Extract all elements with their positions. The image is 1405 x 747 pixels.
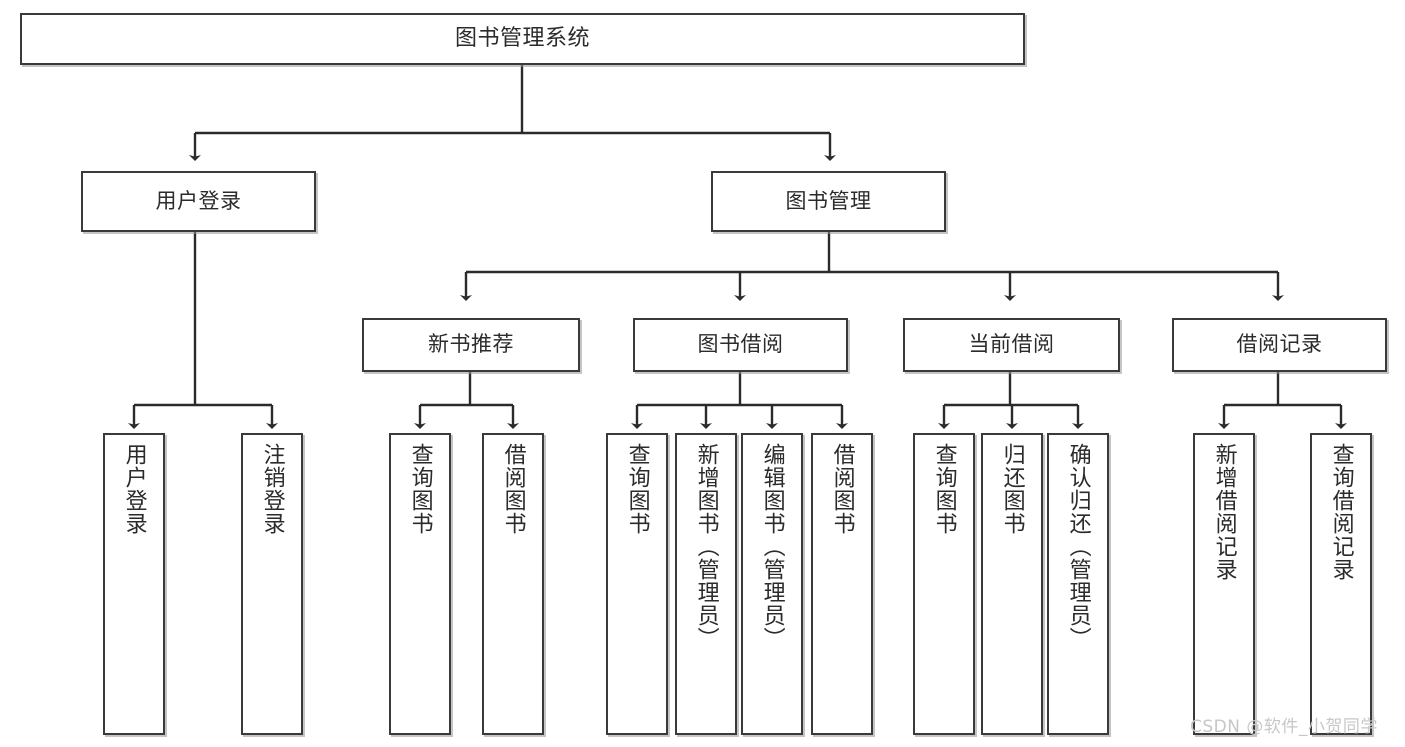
node-label: 新书推荐	[428, 332, 514, 357]
node-label: 新增图书（管理员）	[693, 443, 719, 650]
leaf-borrow-query-book[interactable]: 查询图书	[606, 433, 668, 735]
node-label: 图书借阅	[697, 332, 784, 357]
leaf-current-confirm-return[interactable]: 确认归还（管理员）	[1047, 433, 1109, 735]
leaf-records-query-record[interactable]: 查询借阅记录	[1310, 433, 1372, 735]
leaf-recommend-query-book[interactable]: 查询图书	[389, 433, 451, 735]
node-label: 借阅图书	[500, 443, 526, 535]
node-label: 确认归还（管理员）	[1065, 443, 1091, 650]
leaf-borrow-add-book[interactable]: 新增图书（管理员）	[675, 433, 737, 735]
node-label: 查询图书	[931, 443, 957, 535]
leaf-borrow-borrow-book[interactable]: 借阅图书	[811, 433, 873, 735]
node-label: 当前借阅	[968, 332, 1055, 357]
node-label: 查询图书	[624, 443, 650, 535]
leaf-current-return-book[interactable]: 归还图书	[981, 433, 1043, 735]
node-label: 借阅图书	[829, 443, 855, 535]
node-label: 归还图书	[999, 443, 1025, 535]
leaf-user-login-signout[interactable]: 注销登录	[241, 433, 303, 735]
node-label: 新增借阅记录	[1211, 443, 1237, 581]
node-book-management[interactable]: 图书管理	[711, 171, 946, 232]
node-label: 查询借阅记录	[1328, 443, 1354, 581]
leaf-recommend-borrow-book[interactable]: 借阅图书	[482, 433, 544, 735]
node-label: 图书管理系统	[454, 25, 590, 51]
node-new-book-recommend[interactable]: 新书推荐	[362, 318, 580, 372]
node-label: 注销登录	[259, 443, 285, 535]
leaf-current-query-book[interactable]: 查询图书	[913, 433, 975, 735]
csdn-watermark: CSDN @软件_小贺同学	[1190, 717, 1378, 737]
node-user-login[interactable]: 用户登录	[81, 171, 316, 232]
node-label: 用户登录	[155, 188, 242, 213]
leaf-user-login-signin[interactable]: 用户登录	[103, 433, 165, 735]
node-borrow-records[interactable]: 借阅记录	[1172, 318, 1387, 372]
node-label: 编辑图书（管理员）	[759, 443, 785, 650]
leaf-borrow-edit-book[interactable]: 编辑图书（管理员）	[741, 433, 803, 735]
node-label: 用户登录	[121, 443, 147, 535]
node-book-borrow[interactable]: 图书借阅	[633, 318, 848, 372]
node-label: 查询图书	[407, 443, 433, 535]
node-label: 借阅记录	[1236, 332, 1323, 357]
node-root-system[interactable]: 图书管理系统	[20, 13, 1025, 65]
node-label: 图书管理	[785, 188, 872, 213]
leaf-records-add-record[interactable]: 新增借阅记录	[1193, 433, 1255, 735]
node-current-borrow[interactable]: 当前借阅	[903, 318, 1120, 372]
